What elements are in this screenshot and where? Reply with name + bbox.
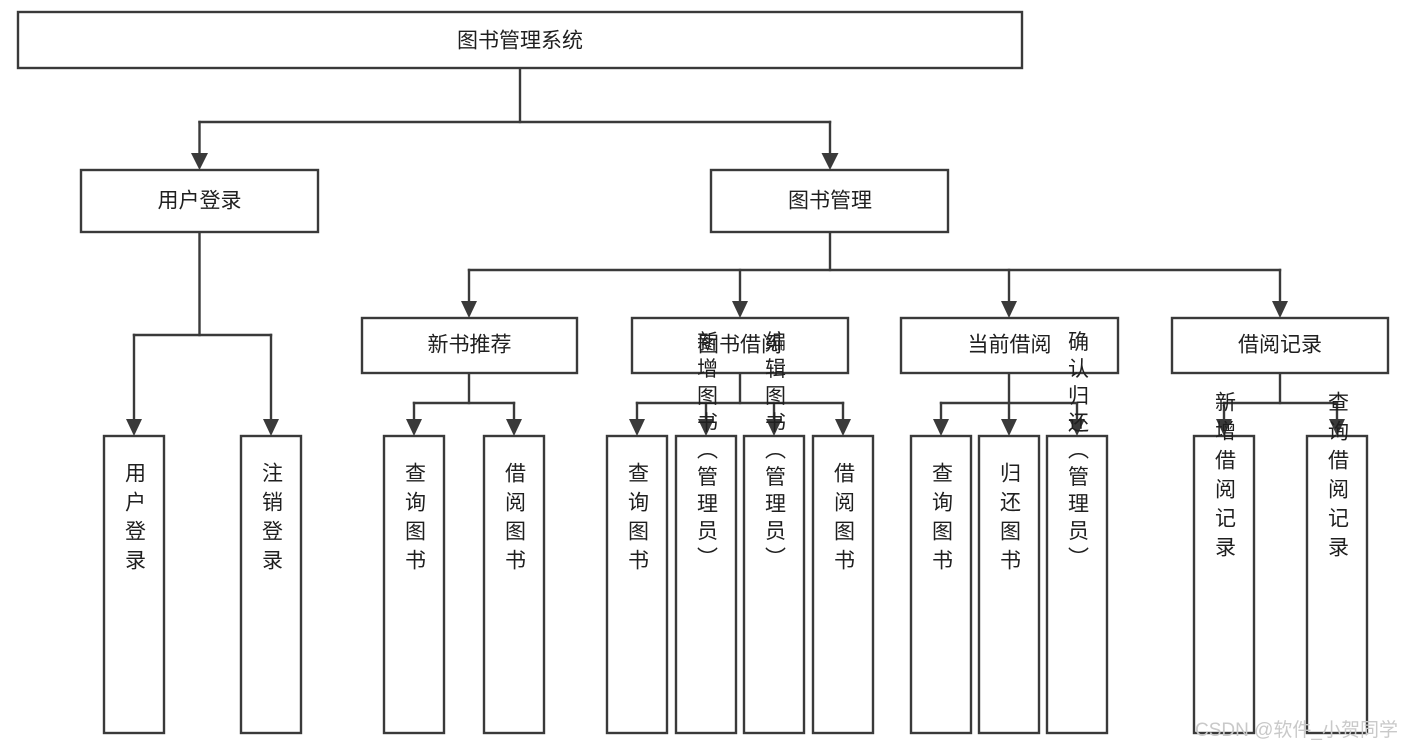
node-root-label: 图书管理系统	[457, 30, 583, 53]
leaf-logout-label: 注销登录	[260, 462, 284, 578]
leaf-borrow-book-label: 借阅图书	[832, 462, 856, 578]
leaf-current-query-label: 查询图书	[930, 462, 954, 578]
node-new-book-recommend[interactable]: 新书推荐	[360, 316, 579, 375]
leaf-add-book-box[interactable]	[674, 434, 738, 735]
leaf-borrow-query-box[interactable]	[605, 434, 669, 735]
node-book-borrow-box[interactable]	[630, 316, 850, 375]
leaf-node[interactable]: 用户登录	[102, 434, 166, 735]
arrow-icon-borrow-leaf-4	[835, 419, 851, 436]
leaf-node[interactable]: 归还图书	[977, 434, 1041, 735]
node-root-box[interactable]	[16, 10, 1024, 70]
leaf-add-record-label: 新增借阅记录	[1213, 391, 1237, 565]
node-book-manage[interactable]: 图书管理	[709, 168, 950, 234]
leaf-newbook-query-box[interactable]	[382, 434, 446, 735]
leaf-newbook-borrow-box[interactable]	[482, 434, 546, 735]
node-user-login-box[interactable]	[79, 168, 320, 234]
leaf-node[interactable]: 查询图书	[605, 434, 669, 735]
leaf-add-record-box[interactable]	[1192, 434, 1256, 735]
arrow-icon-user-leaf-1	[126, 419, 142, 436]
arrow-icon-borrow-leaf-1	[629, 419, 645, 436]
connector-layer	[126, 66, 1345, 436]
arrow-icon-to-user-login	[191, 153, 208, 170]
node-borrow-record-label: 借阅记录	[1238, 334, 1322, 357]
arrow-icon-user-leaf-2	[263, 419, 279, 436]
leaf-user-login-label: 用户登录	[123, 462, 147, 578]
arrow-icon-to-book-manage	[821, 153, 839, 170]
arrow-icon-to-book-borrow	[732, 301, 748, 318]
leaf-confirm-return-label: 确认归还（管理员）	[1066, 331, 1090, 574]
arrow-icon-current-leaf-2	[1001, 419, 1017, 436]
leaf-query-record-label: 查询借阅记录	[1326, 391, 1350, 565]
arrow-icon-to-new-book	[461, 301, 477, 318]
leaf-edit-book-box[interactable]	[742, 434, 806, 735]
leaf-borrow-query-label: 查询图书	[626, 462, 650, 578]
leaf-node[interactable]: 查询图书	[909, 434, 973, 735]
leaf-add-book-label: 新增图书（管理员）	[695, 331, 719, 574]
arrow-icon-borrow-leaf-3	[766, 419, 782, 436]
node-book-borrow[interactable]: 图书借阅	[630, 316, 850, 375]
leaf-newbook-borrow-label: 借阅图书	[503, 462, 527, 578]
arrow-icon-to-current-borrow	[1001, 301, 1017, 318]
node-borrow-record[interactable]: 借阅记录	[1170, 316, 1390, 375]
arrow-icon-record-leaf-1	[1216, 419, 1232, 436]
node-book-manage-box[interactable]	[709, 168, 950, 234]
node-borrow-record-box[interactable]	[1170, 316, 1390, 375]
leaf-node[interactable]: 编辑图书（管理员）	[742, 331, 806, 735]
node-current-borrow-box[interactable]	[899, 316, 1120, 375]
node-book-borrow-label: 图书借阅	[698, 334, 782, 357]
node-new-book-recommend-label: 新书推荐	[428, 334, 512, 357]
leaf-node[interactable]: 确认归还（管理员）	[1045, 331, 1109, 735]
leaf-node[interactable]: 查询借阅记录	[1305, 391, 1369, 735]
node-current-borrow-label: 当前借阅	[968, 334, 1052, 357]
node-user-login[interactable]: 用户登录	[79, 168, 320, 234]
arrow-icon-newbook-leaf-2	[506, 419, 522, 436]
leaf-return-book-box[interactable]	[977, 434, 1041, 735]
csdn-watermark: CSDN @软件_小贺同学	[1195, 719, 1398, 741]
arrow-icon-borrow-leaf-2	[698, 419, 714, 436]
arrow-icon-current-leaf-3	[1069, 419, 1085, 436]
leaf-query-record-box[interactable]	[1305, 434, 1369, 735]
leaf-node[interactable]: 借阅图书	[482, 434, 546, 735]
leaf-borrow-book-box[interactable]	[811, 434, 875, 735]
leaf-node[interactable]: 新增图书（管理员）	[674, 331, 738, 735]
leaf-node[interactable]: 新增借阅记录	[1192, 391, 1256, 735]
arrow-icon-newbook-leaf-1	[406, 419, 422, 436]
leaf-newbook-query-label: 查询图书	[403, 462, 427, 578]
node-book-manage-label: 图书管理	[788, 190, 872, 213]
node-root-book-system[interactable]: 图书管理系统	[16, 10, 1024, 70]
leaf-confirm-return-box[interactable]	[1045, 434, 1109, 735]
leaf-edit-book-label: 编辑图书（管理员）	[763, 331, 787, 574]
leaf-node[interactable]: 查询图书	[382, 434, 446, 735]
arrow-icon-record-leaf-2	[1329, 419, 1345, 436]
leaf-user-login-box[interactable]	[102, 434, 166, 735]
leaf-current-query-box[interactable]	[909, 434, 973, 735]
node-user-login-label: 用户登录	[158, 190, 242, 213]
arrow-icon-current-leaf-1	[933, 419, 949, 436]
arrow-icon-to-borrow-record	[1272, 301, 1288, 318]
leaf-node[interactable]: 借阅图书	[811, 434, 875, 735]
leaf-return-book-label: 归还图书	[998, 462, 1022, 578]
leaf-logout-box[interactable]	[239, 434, 303, 735]
leaf-node[interactable]: 注销登录	[239, 434, 303, 735]
node-current-borrow[interactable]: 当前借阅	[899, 316, 1120, 375]
node-new-book-recommend-box[interactable]	[360, 316, 579, 375]
